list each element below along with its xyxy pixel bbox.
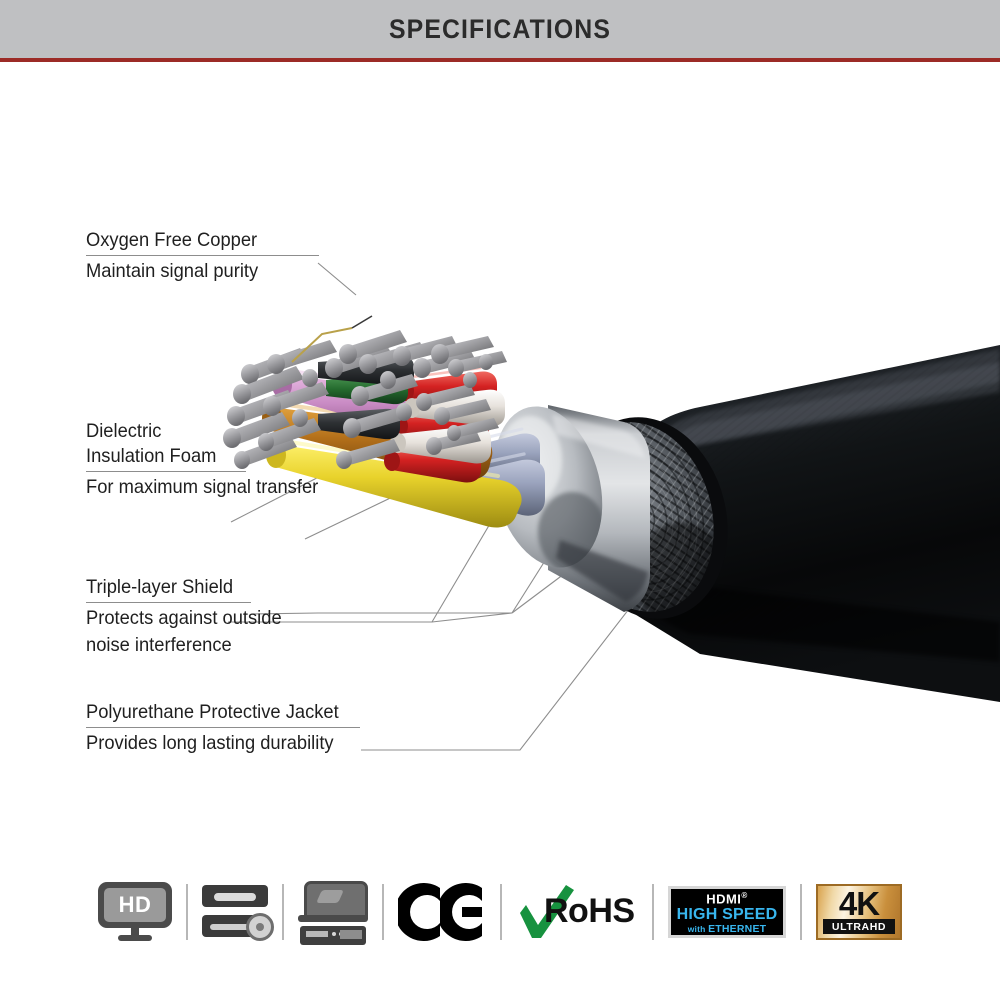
disc-icon bbox=[246, 913, 274, 941]
logo-cell-devices bbox=[284, 878, 382, 946]
hd-tv-icon: HD bbox=[98, 882, 172, 942]
strand bbox=[267, 340, 337, 374]
4k-ultra-label: ULTRA bbox=[831, 920, 870, 933]
callout-title-line2: Insulation Foam bbox=[86, 445, 217, 467]
page-title: SPECIFICATIONS bbox=[388, 13, 612, 44]
strand-tip bbox=[302, 369, 318, 387]
hdmi-high-speed-badge: HDMI® HIGH SPEED with ETHERNET bbox=[668, 886, 786, 938]
strand bbox=[434, 399, 491, 425]
hdmi-speed-label: HIGH SPEED bbox=[676, 906, 778, 924]
strand bbox=[343, 406, 410, 438]
laptop-icon bbox=[304, 881, 368, 921]
callout-rule bbox=[86, 727, 360, 728]
strand bbox=[223, 412, 290, 448]
strand bbox=[393, 336, 458, 366]
strand-tip bbox=[479, 354, 493, 370]
strand-tip bbox=[463, 372, 477, 388]
callout-subtitle: Protects against outside bbox=[86, 607, 282, 629]
rohs-label: RoHS bbox=[544, 892, 635, 930]
copper-strands bbox=[223, 330, 507, 469]
strand bbox=[336, 439, 400, 469]
logo-cell-hd: HD bbox=[84, 878, 186, 946]
callout-title: Polyurethane Protective Jacket bbox=[86, 701, 339, 723]
logo-divider bbox=[652, 884, 654, 940]
certification-logo-strip: HD bbox=[0, 862, 1000, 962]
callout-dielectric-insulation-foam: Dielectric Insulation Foam For maximum s… bbox=[86, 419, 333, 501]
stray-wire bbox=[291, 327, 353, 363]
strand-tip bbox=[292, 409, 308, 427]
strand bbox=[233, 366, 304, 404]
strand bbox=[263, 382, 329, 416]
hdmi-wordmark: HDMI® bbox=[706, 890, 748, 907]
logo-cell-rohs: RoHS bbox=[502, 878, 652, 946]
4k-hd-label: HD bbox=[869, 920, 887, 933]
strand bbox=[339, 330, 407, 364]
logo-divider bbox=[382, 884, 384, 940]
laptop-console-icon bbox=[298, 879, 368, 945]
callout-subtitle: For maximum signal transfer bbox=[86, 476, 319, 498]
console-icon bbox=[300, 926, 366, 945]
hd-label: HD bbox=[118, 892, 152, 917]
callout-subtitle: Provides long lasting durability bbox=[86, 732, 334, 754]
callout-oxygen-free-copper: Oxygen Free Copper Maintain signal purit… bbox=[86, 228, 319, 285]
logo-divider bbox=[282, 884, 284, 940]
ce-mark-icon bbox=[398, 883, 486, 941]
header-bar: SPECIFICATIONS bbox=[0, 0, 1000, 58]
cable-cutaway-illustration bbox=[0, 62, 1000, 862]
logo-cell-ce bbox=[384, 878, 500, 946]
strand bbox=[447, 418, 499, 441]
strand bbox=[413, 349, 476, 378]
stray-wire-tip bbox=[351, 315, 373, 329]
strand bbox=[431, 336, 494, 364]
hdmi-ethernet-label: with ETHERNET bbox=[687, 923, 767, 936]
ce-letter-e bbox=[440, 883, 482, 941]
callout-title: Triple-layer Shield bbox=[86, 576, 234, 598]
rohs-icon: RoHS bbox=[516, 883, 638, 941]
callout-title: Oxygen Free Copper bbox=[86, 229, 258, 251]
callout-triple-layer-shield: Triple-layer Shield Protects against out… bbox=[86, 575, 294, 659]
callout-subtitle: Maintain signal purity bbox=[86, 260, 259, 282]
logo-divider bbox=[186, 884, 188, 940]
4k-number: 4K bbox=[838, 885, 880, 922]
strand bbox=[416, 384, 475, 411]
logo-divider bbox=[500, 884, 502, 940]
logo-cell-players bbox=[188, 878, 282, 946]
callout-rule bbox=[86, 471, 246, 472]
callout-rule bbox=[86, 255, 319, 256]
callout-subtitle-line2: noise interference bbox=[86, 634, 232, 656]
ce-letter-c bbox=[398, 883, 440, 941]
header-accent-rule bbox=[0, 58, 1000, 62]
cable-jacket bbox=[596, 345, 1000, 702]
callout-title: Dielectric bbox=[86, 420, 162, 442]
rohs-checkmark-icon bbox=[520, 885, 574, 938]
strand bbox=[258, 418, 321, 451]
callout-polyurethane-protective-jacket: Polyurethane Protective Jacket Provides … bbox=[86, 700, 360, 757]
strand-tip bbox=[396, 403, 412, 421]
callout-rule bbox=[86, 602, 251, 603]
logo-cell-hdmi: HDMI® HIGH SPEED with ETHERNET bbox=[654, 878, 800, 946]
logo-divider bbox=[800, 884, 802, 940]
strand-tip bbox=[380, 371, 396, 389]
disc-player-icon bbox=[202, 881, 274, 943]
